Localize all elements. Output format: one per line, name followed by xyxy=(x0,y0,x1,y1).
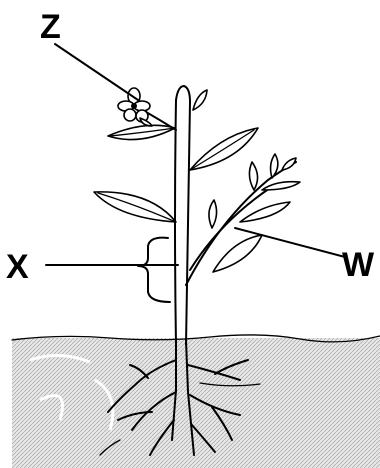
branch-leaf-7 xyxy=(282,158,296,170)
branch-leaf-3 xyxy=(262,182,300,190)
branch-leaf-4 xyxy=(209,200,217,228)
top-bud xyxy=(193,90,207,110)
branch-leaf-5 xyxy=(249,162,257,190)
stem xyxy=(175,86,190,345)
pointer-z xyxy=(55,44,138,100)
branch-w xyxy=(186,154,300,285)
label-z: Z xyxy=(40,8,61,46)
bracket-x xyxy=(138,238,170,302)
flower-z xyxy=(118,88,176,130)
soil xyxy=(12,335,380,468)
label-x: X xyxy=(6,248,29,286)
label-w: W xyxy=(342,246,375,284)
pointer-lines xyxy=(46,44,345,265)
branch-leaf-1 xyxy=(213,235,262,272)
